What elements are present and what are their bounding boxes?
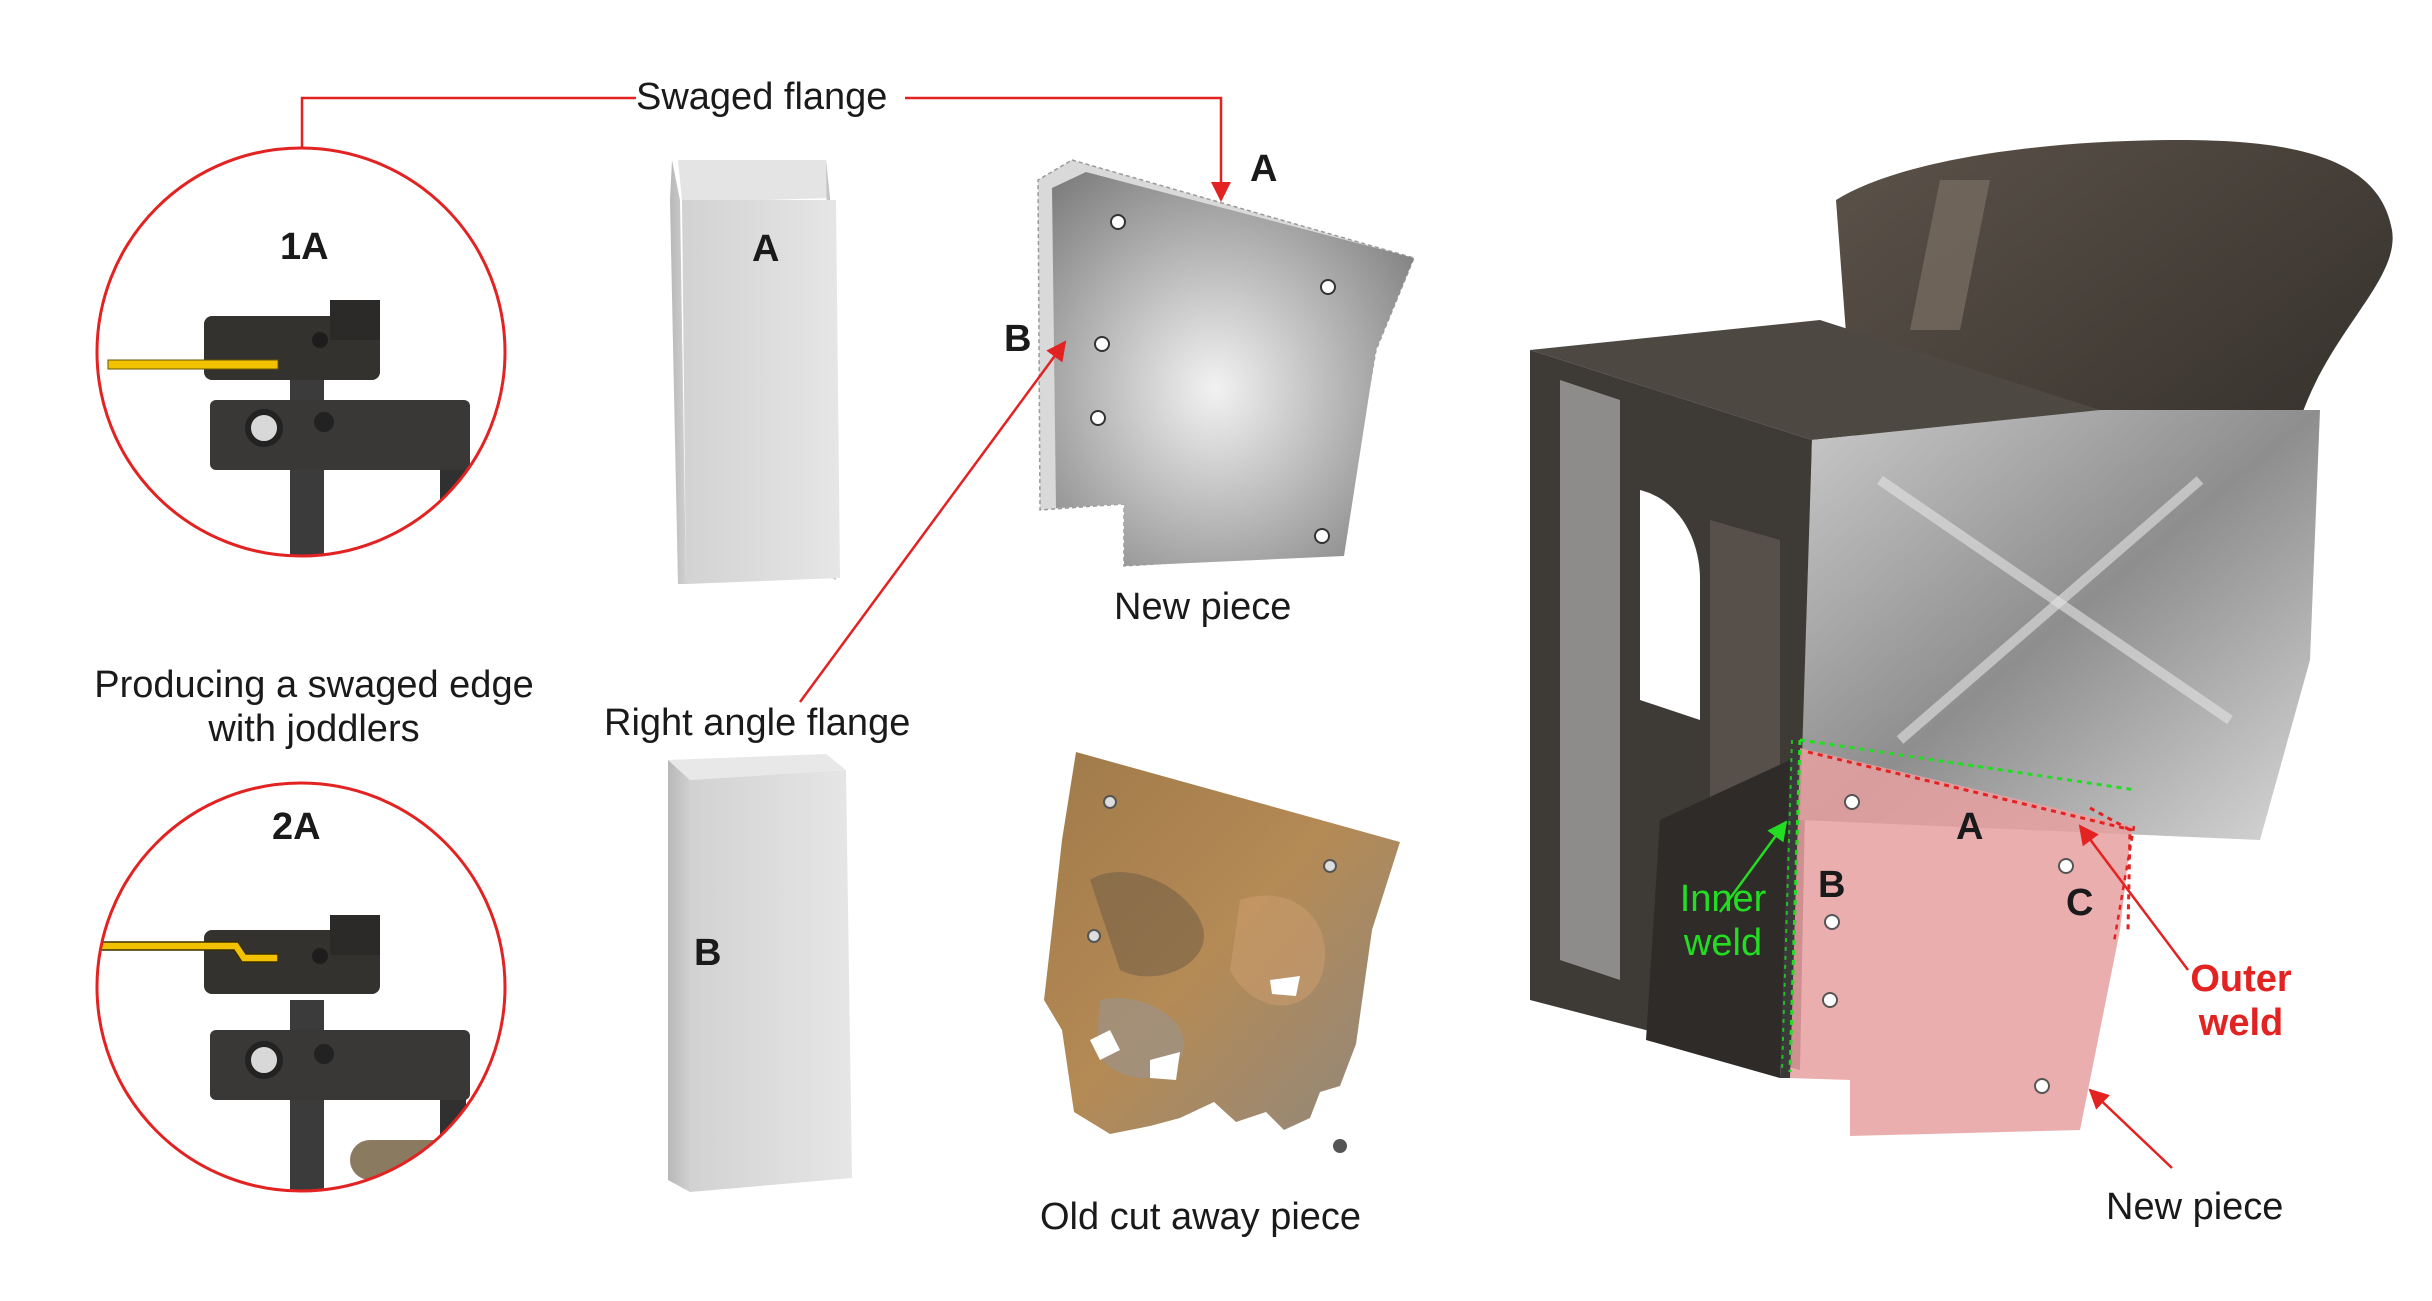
joddler-tool-illustration-2a (95, 781, 507, 1193)
joddler-tool-illustration-1a (95, 146, 507, 558)
flange-b-illustration (668, 754, 852, 1192)
producing-caption-line2: with joddlers (208, 707, 420, 750)
flange-a-letter: A (752, 228, 780, 270)
right-angle-flange-arrow (798, 340, 1067, 703)
new-piece-photo-arrow (2088, 1088, 2173, 1169)
inner-weld-label: Inner weld (1668, 878, 1778, 965)
flange-b-letter: B (694, 932, 722, 974)
right-angle-flange-label: Right angle flange (604, 702, 911, 744)
inner-weld-arrow (1718, 820, 1788, 913)
outer-weld-line1: Outer (2190, 958, 2292, 1000)
inner-weld-line1: Inner (1679, 878, 1767, 920)
restored-panel-photo (1530, 140, 2393, 1136)
producing-swaged-edge-caption: Producing a swaged edge with joddlers (72, 664, 556, 751)
swaged-flange-label: Swaged flange (636, 76, 888, 118)
new-piece-plate (1037, 159, 1416, 567)
photo-c-letter: C (2066, 882, 2094, 924)
inner-weld-line2: weld (1683, 921, 1763, 964)
circle-2a-label: 2A (272, 806, 321, 848)
outer-weld-line2: weld (2198, 1001, 2284, 1044)
old-cut-away-piece (1044, 752, 1400, 1153)
photo-a-letter: A (1956, 806, 1984, 848)
circle-1a-label: 1A (280, 226, 329, 268)
new-piece-bottom-caption: New piece (2106, 1186, 2284, 1228)
piece-b-letter: B (1004, 318, 1032, 360)
new-piece-top-caption: New piece (1114, 586, 1292, 628)
swaged-flange-bracket (292, 96, 1231, 202)
piece-a-letter: A (1250, 148, 1278, 190)
flange-a-illustration (670, 160, 840, 584)
outer-weld-arrow (2078, 824, 2189, 971)
producing-caption-line1: Producing a swaged edge (94, 664, 534, 706)
outer-weld-label: Outer weld (2178, 958, 2304, 1045)
photo-b-letter: B (1818, 864, 1846, 906)
old-cut-away-piece-caption: Old cut away piece (1040, 1196, 1362, 1238)
